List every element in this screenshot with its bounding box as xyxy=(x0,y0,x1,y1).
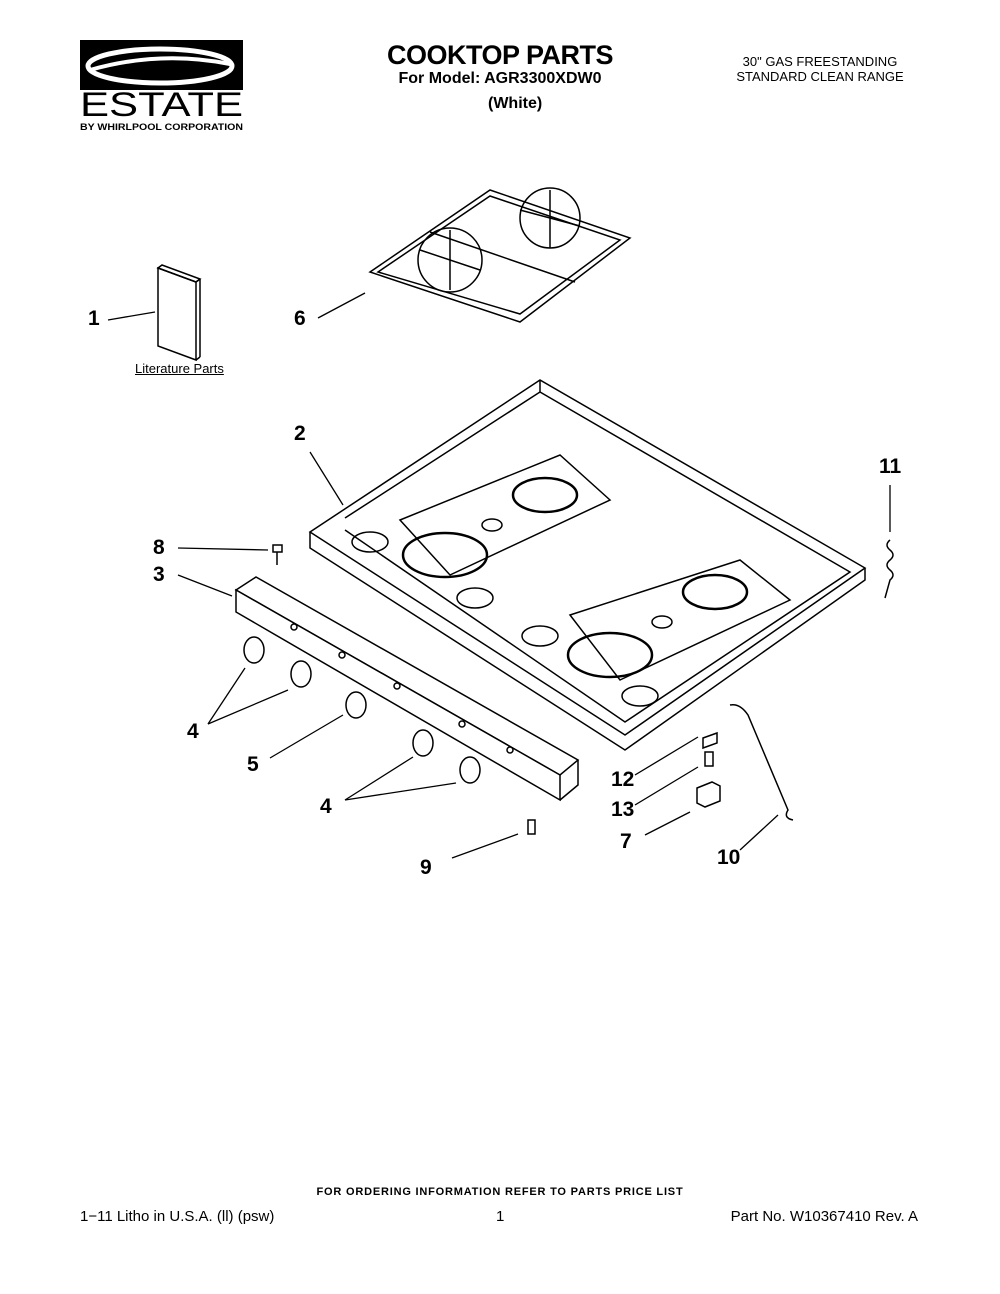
callout-4b: 4 xyxy=(320,795,332,818)
svg-text:BY WHIRLPOOL CORPORATION: BY WHIRLPOOL CORPORATION xyxy=(80,122,243,132)
callout-1: 1 xyxy=(88,307,100,330)
estate-logo: ESTATE BY WHIRLPOOL CORPORATION xyxy=(80,40,245,132)
callout-8: 8 xyxy=(153,536,165,559)
callout-13: 13 xyxy=(611,798,635,821)
callout-4a: 4 xyxy=(187,720,199,743)
cooktop-main xyxy=(308,379,867,751)
part-number: Part No. W10367410 Rev. A xyxy=(730,1208,918,1225)
callout-9: 9 xyxy=(420,856,432,879)
page-title: COOKTOP PARTS xyxy=(386,40,614,70)
callout-5: 5 xyxy=(247,753,259,776)
burner-grates xyxy=(368,187,632,323)
callout-11: 11 xyxy=(879,455,902,478)
page-number: 1 xyxy=(496,1208,505,1225)
literature-part xyxy=(156,264,202,362)
svg-text:ESTATE: ESTATE xyxy=(80,86,243,124)
callout-2: 2 xyxy=(294,422,306,445)
callout-10: 10 xyxy=(717,846,741,869)
control-knobs xyxy=(243,636,481,784)
callout-7: 7 xyxy=(620,830,632,853)
range-line-1: 30" GAS FREESTANDING xyxy=(742,54,898,69)
literature-parts-label: Literature Parts xyxy=(135,361,224,376)
ordering-note: FOR ORDERING INFORMATION REFER TO PARTS … xyxy=(316,1186,684,1198)
range-line-2: STANDARD CLEAN RANGE xyxy=(736,69,904,84)
control-panel xyxy=(234,576,580,802)
model-number: For Model: AGR3300XDW0 xyxy=(398,70,602,87)
callout-3: 3 xyxy=(153,563,165,586)
callout-12: 12 xyxy=(611,768,635,791)
litho-note: 1−11 Litho in U.S.A. (ll) (psw) xyxy=(80,1208,275,1225)
range-description: 30" GAS FREESTANDING STANDARD CLEAN RANG… xyxy=(700,54,940,84)
model-color: (White) xyxy=(488,95,543,112)
callout-6: 6 xyxy=(294,307,306,330)
callout-arrows xyxy=(107,292,891,859)
small-hardware xyxy=(272,539,894,835)
